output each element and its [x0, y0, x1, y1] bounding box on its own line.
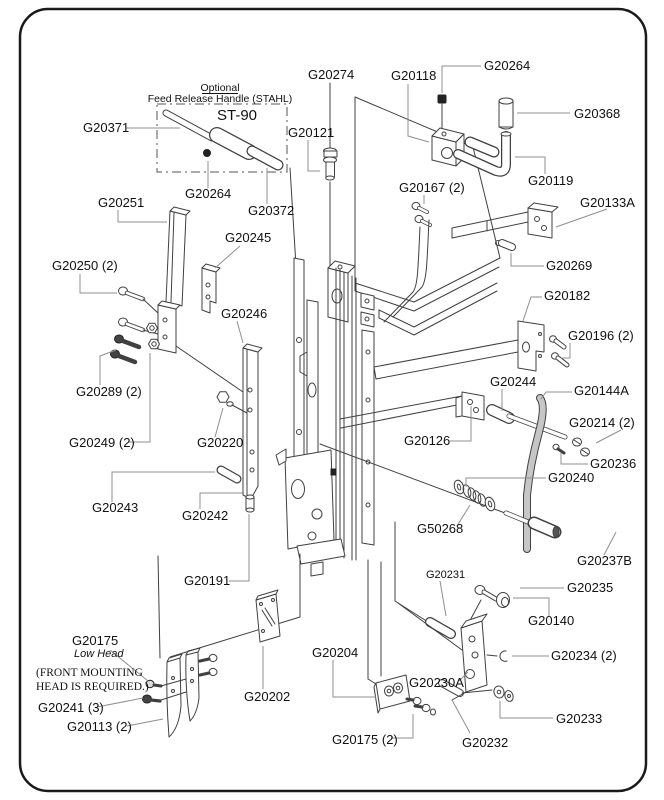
part-label-g50268: G50268 — [417, 521, 463, 536]
part-label-g20119: G20119 — [528, 173, 573, 188]
part-label-g20204: G20204 — [312, 645, 358, 660]
part-label-g20232: G20232 — [462, 735, 508, 750]
part-label-g20368: G20368 — [574, 106, 620, 121]
note-line1: (FRONT MOUNTING — [36, 667, 143, 679]
part-label-g20243: G20243 — [92, 500, 138, 515]
part-label-g20233: G20233 — [556, 711, 602, 726]
part-label-g20118: G20118 — [391, 68, 436, 83]
part-label-g20133a: G20133A — [580, 195, 635, 210]
part-label-g20236: G20236 — [590, 456, 636, 471]
part-label-g20113: G20113 (2) — [67, 719, 132, 734]
part-label-g20242: G20242 — [182, 508, 228, 523]
part-label-g20250: G20250 (2) — [52, 258, 118, 273]
part-label-g20240: G20240 — [548, 470, 594, 485]
part-label-g20289: G20289 (2) — [76, 384, 142, 399]
part-label-g20264-handle: G20264 — [185, 186, 231, 201]
part-label-g20191: G20191 — [184, 573, 230, 588]
part-label-g20371: G20371 — [83, 120, 129, 135]
note-line2: HEAD IS REQUIRED.) — [36, 681, 149, 693]
part-label-g20230a: G20230A — [409, 675, 464, 690]
part-label-g20167: G20167 (2) — [399, 180, 465, 195]
part-label-g20249: G20249 (2) — [69, 435, 135, 450]
part-label-g20269: G20269 — [546, 258, 592, 273]
part-label-g20196: G20196 (2) — [568, 328, 634, 343]
part-label-g20144a: G20144A — [574, 383, 629, 398]
optional-box-outline — [156, 103, 288, 173]
part-label-g20234: G20234 (2) — [551, 648, 617, 663]
part-label-g20246: G20246 — [221, 306, 267, 321]
leader-lines — [79, 65, 622, 739]
part-label-g20235: G20235 — [567, 580, 613, 595]
part-label-g20175: G20175 — [72, 633, 118, 648]
optional-model: ST-90 — [217, 107, 257, 124]
machine-line-art — [110, 82, 590, 738]
part-label-g20231: G20231 — [426, 569, 465, 581]
part-label-g20220: G20220 — [197, 435, 243, 450]
part-label-g20274: G20274 — [308, 67, 354, 82]
part-label-g20121: G20121 — [288, 125, 334, 140]
part-label-g20237b: G20237B — [577, 553, 632, 568]
optional-title: Optional — [200, 82, 239, 94]
part-label-g20175-lowhead: Low Head — [74, 648, 124, 660]
part-label-g20264-top: G20264 — [484, 58, 530, 73]
part-label-g20245: G20245 — [225, 230, 271, 245]
part-label-g20372: G20372 — [248, 203, 294, 218]
part-label-g20214: G20214 (2) — [569, 415, 635, 430]
part-label-g20140: G20140 — [528, 613, 574, 628]
part-label-g20182: G20182 — [544, 288, 590, 303]
optional-subtitle: Feed Release Handle (STAHL) — [148, 93, 293, 105]
part-label-g20175-2: G20175 (2) — [332, 732, 398, 747]
part-label-g20241: G20241 (3) — [38, 700, 104, 715]
part-label-g20126: G20126 — [404, 433, 450, 448]
part-label-g20251: G20251 — [98, 195, 144, 210]
part-label-g20244: G20244 — [490, 374, 536, 389]
part-label-g20202: G20202 — [244, 689, 290, 704]
part-labels: Optional Feed Release Handle (STAHL) ST-… — [36, 58, 636, 750]
